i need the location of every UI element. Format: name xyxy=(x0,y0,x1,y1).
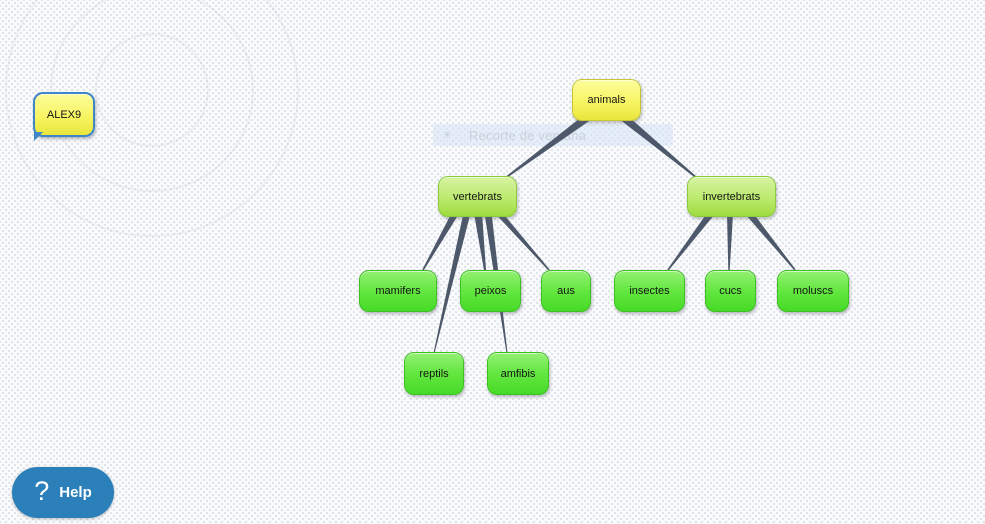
help-button-label: Help xyxy=(59,484,92,501)
node-label: moluscs xyxy=(792,285,834,297)
help-button[interactable]: ? Help xyxy=(12,467,114,518)
selection-tail xyxy=(34,132,43,141)
node-label: insectes xyxy=(629,285,670,297)
window-snip-icon: ✳ xyxy=(443,129,452,141)
node-vertebrats[interactable]: vertebrats xyxy=(438,176,517,217)
edge-invertebrats-moluscs xyxy=(745,209,796,271)
node-invertebrats[interactable]: invertebrats xyxy=(687,176,776,217)
node-amfibis[interactable]: amfibis xyxy=(487,352,549,395)
edge-animals-vertebrats xyxy=(503,113,591,180)
node-label: ALEX9 xyxy=(46,108,82,121)
node-cucs[interactable]: cucs xyxy=(705,270,756,312)
edge-vertebrats-mamifers xyxy=(422,210,459,271)
node-aus[interactable]: aus xyxy=(541,270,591,312)
edge-vertebrats-peixos xyxy=(474,212,486,271)
edge-invertebrats-cucs xyxy=(727,213,733,270)
node-moluscs[interactable]: moluscs xyxy=(777,270,849,312)
edge-vertebrats-aus xyxy=(494,209,550,271)
node-label: reptils xyxy=(419,367,449,380)
node-label: animals xyxy=(587,94,626,106)
node-label: cucs xyxy=(719,285,742,297)
node-reptils[interactable]: reptils xyxy=(404,352,464,395)
node-label: peixos xyxy=(474,285,507,297)
edge-animals-invertebrats xyxy=(620,113,699,180)
question-mark-icon: ? xyxy=(34,476,50,506)
node-insectes[interactable]: insectes xyxy=(614,270,685,312)
snip-overlay-bar: ✳ Recorte de ventana xyxy=(433,124,673,146)
node-peixos[interactable]: peixos xyxy=(460,270,521,312)
node-alex9[interactable]: ALEX9 xyxy=(33,92,95,141)
node-mamifers[interactable]: mamifers xyxy=(359,270,437,312)
node-animals[interactable]: animals xyxy=(572,79,641,121)
node-label: vertebrats xyxy=(453,190,502,203)
node-label: aus xyxy=(557,285,575,297)
node-label: invertebrats xyxy=(702,190,761,203)
edge-invertebrats-insectes xyxy=(667,209,715,271)
edge-vertebrats-reptils xyxy=(433,212,471,354)
node-label: mamifers xyxy=(375,285,421,297)
node-label: amfibis xyxy=(500,367,536,380)
